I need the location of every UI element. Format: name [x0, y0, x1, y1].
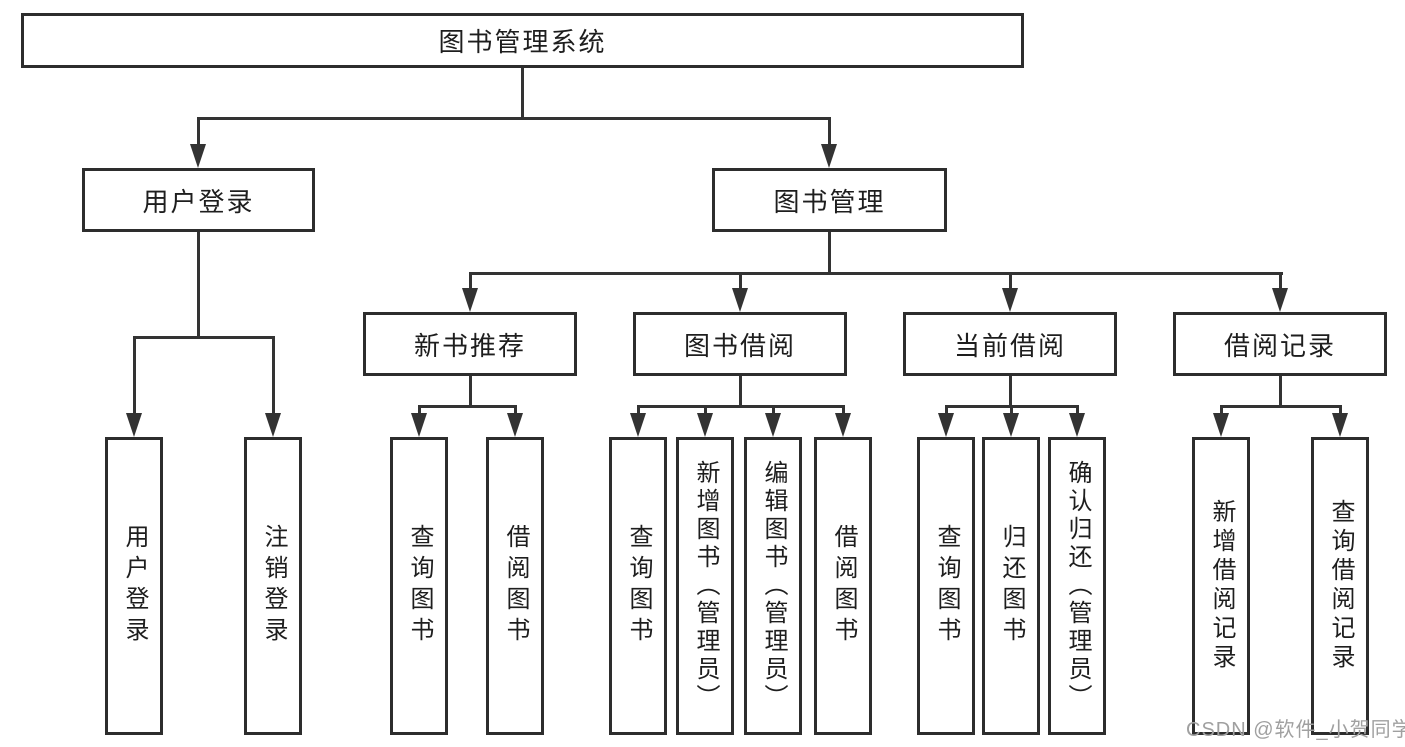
leaf-current-return-books-label: 归还图书: [998, 524, 1025, 648]
connector-mgmt-stem: [828, 232, 831, 275]
arrow-down-icon: [732, 288, 748, 312]
connector-to-book-management: [828, 117, 831, 147]
leaf-records-query-record: 查询借阅记录: [1311, 437, 1369, 735]
node-user-login: 用户登录: [82, 168, 315, 232]
arrow-down-icon: [462, 288, 478, 312]
connector-to-current-borrow: [1009, 272, 1012, 292]
leaf-borrow-edit-books-admin-label: 编辑图书（管理员）: [760, 460, 787, 712]
connector-records-bar: [1220, 405, 1342, 408]
arrow-down-icon: [938, 413, 954, 437]
node-borrow-records: 借阅记录: [1173, 312, 1387, 376]
connector-borrow-bar: [637, 405, 845, 408]
leaf-records-add-record-label: 新增借阅记录: [1208, 499, 1235, 673]
connector-to-new-book: [469, 272, 472, 292]
node-new-book-recommend-label: 新书推荐: [413, 330, 526, 361]
leaf-logout-label: 注销登录: [260, 524, 287, 648]
node-current-borrow: 当前借阅: [903, 312, 1117, 376]
connector-to-leaf: [1339, 405, 1342, 417]
connector-to-leaf: [842, 405, 845, 417]
leaf-current-query-books: 查询图书: [917, 437, 975, 735]
connector-root-bar: [197, 117, 831, 120]
connector-to-leaf-user-login: [133, 336, 136, 416]
connector-to-book-borrow: [739, 272, 742, 292]
node-new-book-recommend: 新书推荐: [363, 312, 577, 376]
arrow-down-icon: [697, 413, 713, 437]
leaf-borrow-add-books-admin: 新增图书（管理员）: [676, 437, 734, 735]
arrow-down-icon: [1002, 288, 1018, 312]
leaf-borrow-borrow-books: 借阅图书: [814, 437, 872, 735]
connector-to-leaf-logout: [272, 336, 275, 416]
connector-newbook-bar: [418, 405, 517, 408]
connector-current-stem: [1009, 376, 1012, 408]
leaf-records-add-record: 新增借阅记录: [1192, 437, 1250, 735]
node-book-management: 图书管理: [712, 168, 947, 232]
leaf-current-return-books: 归还图书: [982, 437, 1040, 735]
connector-root-stem: [521, 68, 524, 120]
leaf-logout: 注销登录: [244, 437, 302, 735]
leaf-records-query-record-label: 查询借阅记录: [1327, 499, 1354, 673]
leaf-newbook-query-books: 查询图书: [390, 437, 448, 735]
leaf-current-confirm-return-admin: 确认归还（管理员）: [1048, 437, 1106, 735]
node-book-borrow-label: 图书借阅: [683, 330, 796, 361]
arrow-down-icon: [265, 413, 281, 437]
arrow-down-icon: [630, 413, 646, 437]
node-book-management-label: 图书管理: [773, 186, 886, 217]
node-borrow-records-label: 借阅记录: [1223, 330, 1336, 361]
leaf-borrow-borrow-books-label: 借阅图书: [830, 524, 857, 648]
leaf-current-query-books-label: 查询图书: [933, 524, 960, 648]
connector-newbook-stem: [469, 376, 472, 408]
arrow-down-icon: [411, 413, 427, 437]
connector-to-user-login: [197, 117, 200, 147]
node-root-label: 图书管理系统: [438, 27, 607, 57]
leaf-newbook-borrow-books-label: 借阅图书: [502, 524, 529, 648]
arrow-down-icon: [1069, 413, 1085, 437]
connector-to-borrow-records: [1279, 272, 1282, 292]
leaf-newbook-borrow-books: 借阅图书: [486, 437, 544, 735]
node-root-system: 图书管理系统: [21, 13, 1024, 68]
leaf-borrow-edit-books-admin: 编辑图书（管理员）: [744, 437, 802, 735]
arrow-down-icon: [1003, 413, 1019, 437]
arrow-down-icon: [1272, 288, 1288, 312]
csdn-watermark: CSDN @软件_小贺同学: [1186, 719, 1405, 741]
connector-mgmt-bar: [469, 272, 1283, 275]
node-book-borrow: 图书借阅: [633, 312, 847, 376]
connector-to-leaf: [637, 405, 640, 417]
arrow-down-icon: [835, 413, 851, 437]
connector-to-leaf: [514, 405, 517, 417]
connector-to-leaf: [1010, 405, 1013, 417]
arrow-down-icon: [190, 144, 206, 168]
node-user-login-label: 用户登录: [142, 186, 255, 217]
leaf-current-confirm-return-admin-label: 确认归还（管理员）: [1064, 460, 1091, 712]
leaf-borrow-add-books-admin-label: 新增图书（管理员）: [692, 460, 719, 712]
connector-to-leaf: [1076, 405, 1079, 417]
arrow-down-icon: [1213, 413, 1229, 437]
leaf-user-login-label: 用户登录: [121, 524, 148, 648]
arrow-down-icon: [507, 413, 523, 437]
connector-to-leaf: [1220, 405, 1223, 417]
arrow-down-icon: [821, 144, 837, 168]
connector-login-stem: [197, 232, 200, 339]
connector-records-stem: [1279, 376, 1282, 408]
arrow-down-icon: [765, 413, 781, 437]
leaf-borrow-query-books-label: 查询图书: [625, 524, 652, 648]
node-current-borrow-label: 当前借阅: [953, 330, 1066, 361]
leaf-borrow-query-books: 查询图书: [609, 437, 667, 735]
connector-to-leaf: [772, 405, 775, 417]
connector-login-bar: [133, 336, 275, 339]
arrow-down-icon: [126, 413, 142, 437]
connector-to-leaf: [704, 405, 707, 417]
arrow-down-icon: [1332, 413, 1348, 437]
connector-to-leaf: [945, 405, 948, 417]
connector-borrow-stem: [739, 376, 742, 408]
connector-to-leaf: [418, 405, 421, 417]
leaf-user-login: 用户登录: [105, 437, 163, 735]
leaf-newbook-query-books-label: 查询图书: [406, 524, 433, 648]
